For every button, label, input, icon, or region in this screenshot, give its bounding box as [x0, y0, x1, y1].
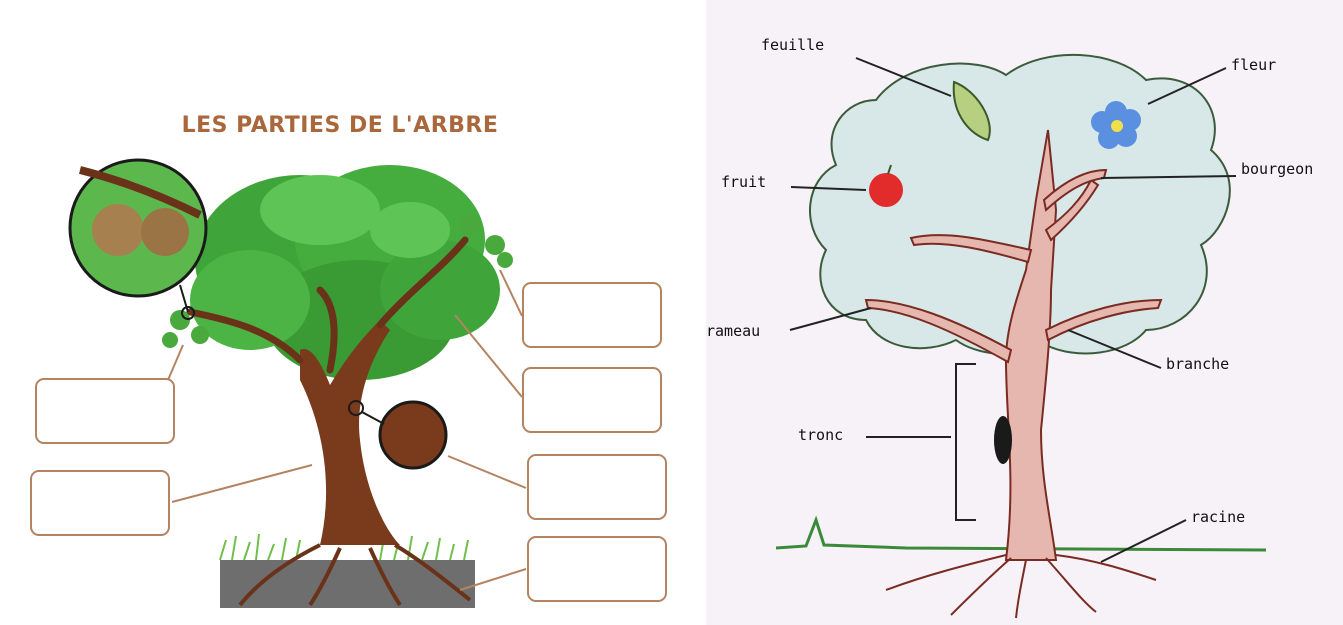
trunk-hollow	[994, 416, 1012, 464]
left-diagram-panel: LES PARTIES DE L'ARBRE	[0, 0, 700, 625]
right-tree-illustration	[706, 0, 1343, 625]
answer-box-6[interactable]	[527, 536, 667, 602]
answer-box-3[interactable]	[522, 282, 662, 348]
label-fleur: fleur	[1231, 56, 1276, 74]
root-lines	[886, 555, 1156, 618]
foliage	[190, 165, 500, 380]
answer-box-5[interactable]	[527, 454, 667, 520]
bark-zoom-circle	[349, 401, 446, 468]
label-branche: branche	[1166, 355, 1229, 373]
label-tronc: tronc	[798, 426, 843, 444]
right-diagram-panel: feuille fleur fruit bourgeon rameau bran…	[706, 0, 1343, 625]
answer-box-1[interactable]	[35, 378, 175, 444]
answer-box-2[interactable]	[30, 470, 170, 536]
fruit-zoom-circle	[70, 160, 206, 319]
label-bourgeon: bourgeon	[1241, 160, 1313, 178]
label-rameau: rameau	[706, 322, 760, 340]
label-racine: racine	[1191, 508, 1245, 526]
label-feuille: feuille	[761, 36, 824, 54]
label-fruit: fruit	[721, 173, 766, 191]
answer-box-4[interactable]	[522, 367, 662, 433]
